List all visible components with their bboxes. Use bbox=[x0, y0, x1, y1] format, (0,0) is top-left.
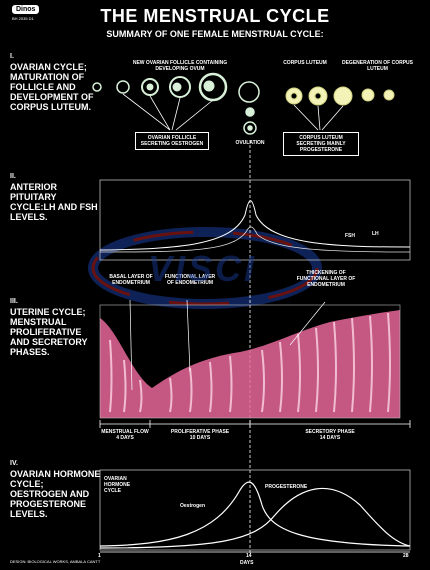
day-tick-14: 14 bbox=[246, 553, 252, 559]
box-corpus-luteum: CORPUS LUTEUM SECRETING MAINLY PROGESTER… bbox=[283, 132, 359, 156]
day-tick-28: 28 bbox=[403, 553, 409, 559]
follicle-stage-icons bbox=[92, 72, 228, 102]
phase-axis bbox=[99, 420, 411, 428]
section3-number: III. bbox=[10, 298, 18, 305]
brand-code: BH 2035 D1 bbox=[12, 16, 34, 21]
ovulation-icon bbox=[238, 81, 260, 135]
basal-layer-label: BASAL LAYER OF ENDOMETRIUM bbox=[109, 274, 153, 286]
section1-number: I. bbox=[10, 53, 14, 60]
progesterone-label: PROGESTERONE bbox=[265, 484, 308, 490]
thickening-label: THICKENING OF FUNCTIONAL LAYER OF ENDOME… bbox=[296, 270, 356, 288]
section1-label: OVARIAN CYCLE; MATURATION OF FOLLICLE AN… bbox=[10, 62, 94, 112]
section4-label: OVARIAN HORMONE CYCLE; OESTROGEN AND PRO… bbox=[10, 469, 101, 519]
uterine-frame bbox=[99, 304, 401, 419]
box-ovarian-follicle: OVARIAN FOLLICLE SECRETING OESTROGEN bbox=[135, 132, 209, 150]
corpus-luteum-icons bbox=[285, 86, 395, 106]
progesterone-curve bbox=[99, 487, 411, 549]
pituitary-chart-frame bbox=[99, 179, 411, 261]
uterine-glands bbox=[109, 312, 391, 413]
brand-logo: Dinos bbox=[12, 5, 40, 14]
ovulation-label: OVULATION bbox=[235, 140, 265, 146]
watermark-logo bbox=[88, 227, 322, 309]
hormone-chart-inner-label: OVARIAN HORMONE CYCLE bbox=[104, 476, 131, 494]
footer-credit: DESIGN: BIOLOGICAL WORKS, AMBALA CANTT bbox=[10, 559, 101, 564]
fsh-label: FSH bbox=[345, 233, 355, 239]
page-title: THE MENSTRUAL CYCLE bbox=[100, 6, 330, 26]
watermark-text: VISCI bbox=[148, 248, 258, 289]
oestrogen-curve bbox=[99, 481, 411, 547]
hormone-chart-frame bbox=[99, 469, 411, 551]
degeneration-header: DEGENERATION OF CORPUS LUTEUM bbox=[341, 60, 414, 72]
follicle-header: NEW OVARIAN FOLLICLE CONTAINING DEVELOPI… bbox=[132, 60, 228, 72]
section2-number: II. bbox=[10, 173, 16, 180]
corpus-header: CORPUS LUTEUM bbox=[283, 60, 327, 66]
section1-connector-lines bbox=[122, 93, 344, 131]
page-subtitle: SUMMARY OF ONE FEMALE MENSTRUAL CYCLE: bbox=[106, 29, 324, 39]
fsh-curve bbox=[99, 226, 411, 253]
oestrogen-label: Oestrogen bbox=[180, 503, 206, 509]
functional-layer-label: FUNCTIONAL LAYER OF ENDOMETRIUM bbox=[164, 274, 216, 286]
section3-pointer-lines bbox=[129, 299, 326, 391]
section2-label: ANTERIOR PITUITARY CYCLE:LH AND FSH LEVE… bbox=[10, 182, 98, 222]
endometrium-tissue bbox=[100, 310, 400, 418]
lh-label: LH bbox=[372, 231, 379, 237]
days-axis-label: DAYS bbox=[240, 560, 254, 566]
lh-curve bbox=[99, 200, 411, 251]
day-tick-1: 1 bbox=[98, 553, 101, 559]
section4-number: IV. bbox=[10, 460, 18, 467]
section3-label: UTERINE CYCLE; MENSTRUAL PROLIFERATIVE A… bbox=[10, 307, 88, 357]
